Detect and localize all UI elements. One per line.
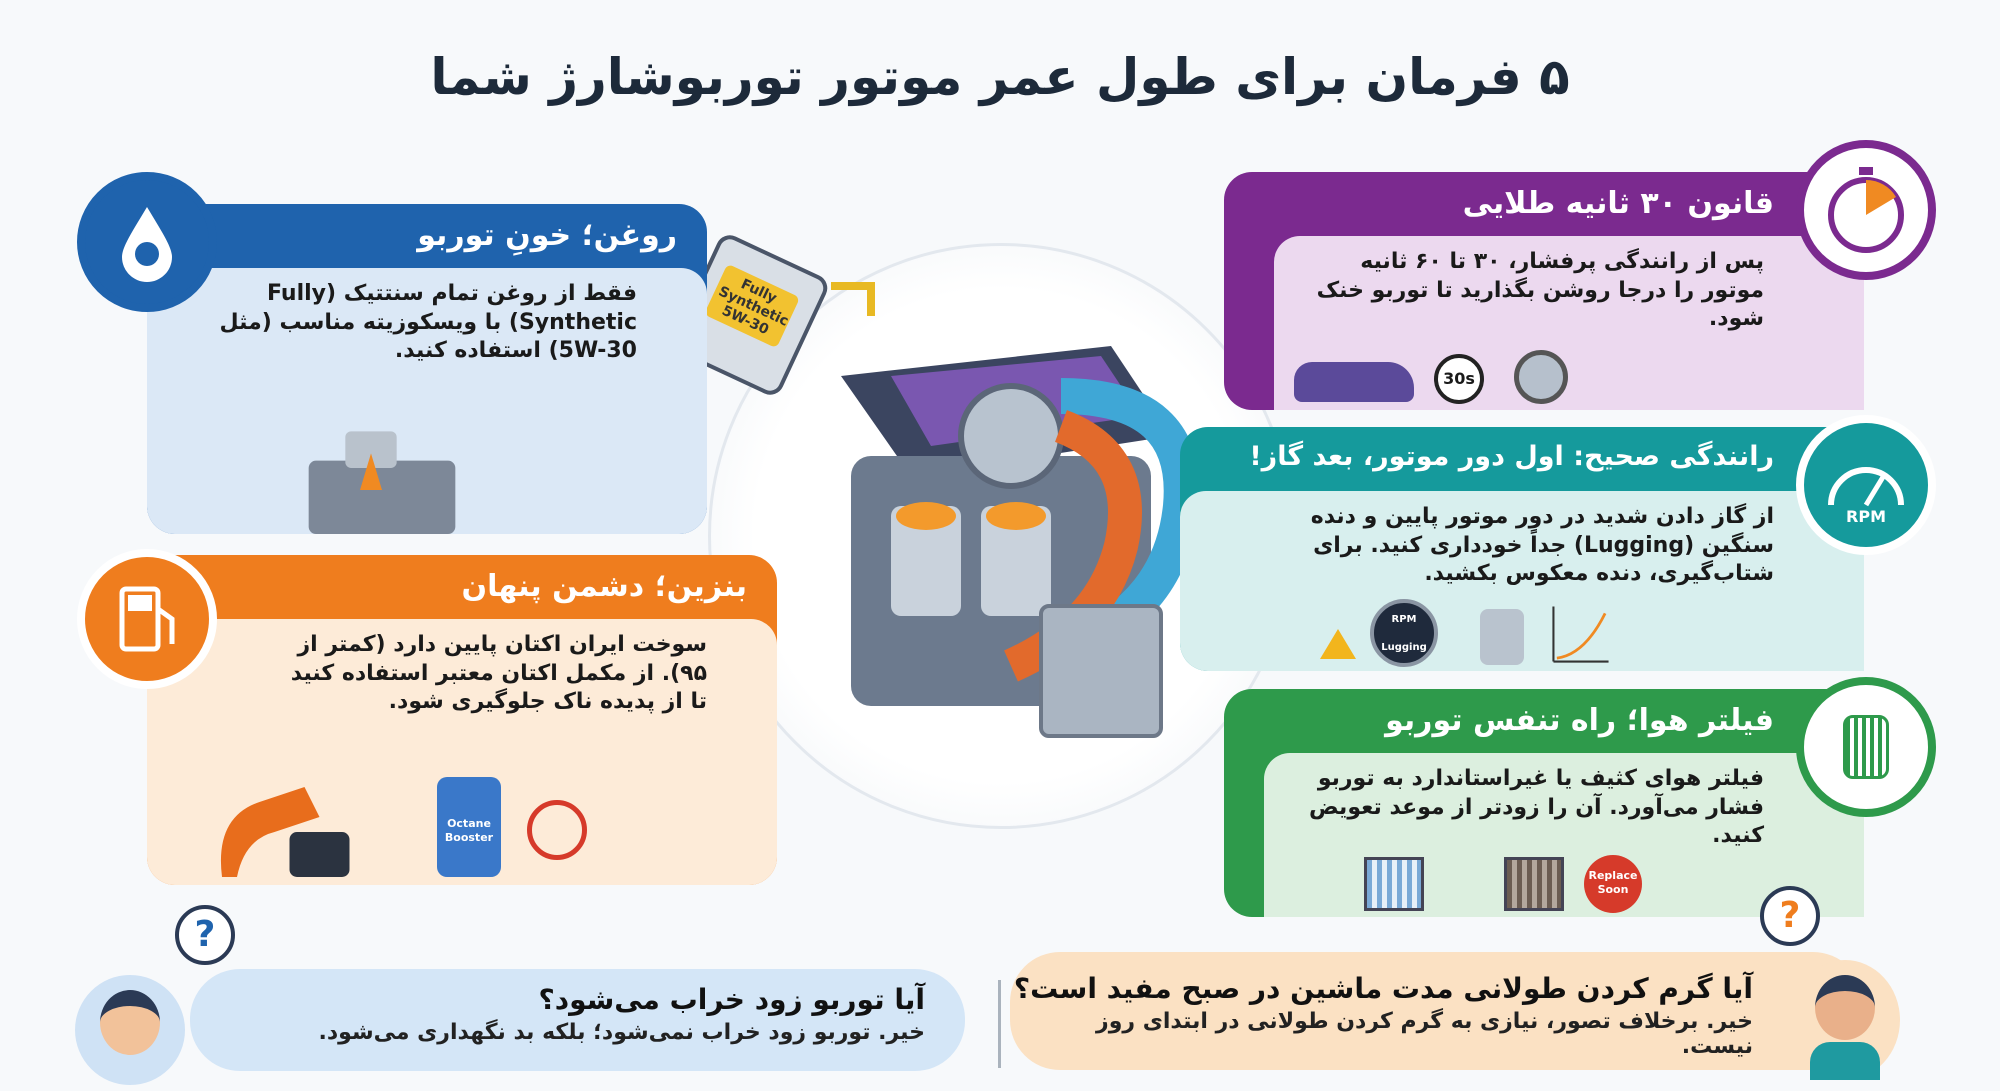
faq-bubble-2: آیا گرم کردن طولانی مدت ماشین در صبح مفی… [1010, 952, 1863, 1070]
card-cooldown: قانون ۳۰ ثانیه طلایی پس از رانندگی پرفشا… [1224, 172, 1864, 410]
oil-drop-gear-icon [77, 172, 217, 312]
fuel-nozzle-illustration [220, 787, 350, 877]
card-fuel-body: سوخت ایران اکتان پایین دارد (کمتر از ۹۵)… [290, 632, 707, 715]
card-oil: روغن؛ خونِ توربو فقط از روغن تمام سنتتیک… [147, 204, 707, 534]
faq-divider [998, 980, 1001, 1068]
gauge-lugging-label: Lugging [1381, 642, 1427, 653]
car-illustration [1294, 362, 1414, 402]
oil-can-label: Fully Synthetic 5W-30 [703, 263, 801, 349]
replace-soon-badge: Replace Soon [1584, 855, 1642, 913]
timer-30s: 30s [1434, 354, 1484, 404]
rpm-gauge: RPM Lugging [1370, 599, 1438, 667]
card-filter-body: فیلتر هوای کثیف یا غیراستاندارد به توربو… [1309, 766, 1764, 849]
card-cooldown-title: قانون ۳۰ ثانیه طلایی [1462, 186, 1774, 221]
acceleration-curve [1552, 606, 1609, 663]
dirty-filter [1504, 857, 1564, 911]
faq-bubble-1: آیا توربو زود خراب می‌شود؟ خیر. توربو زو… [190, 969, 965, 1071]
card-oil-title: روغن؛ خونِ توربو [417, 218, 677, 253]
warning-icon [1320, 629, 1356, 659]
turbo-illustration [1514, 350, 1568, 404]
page-title: ۵ فرمان برای طول عمر موتور توربوشارژ شما [430, 48, 1570, 106]
card-filter: فیلتر هوا؛ راه تنفس توربو فیلتر هوای کثی… [1224, 689, 1864, 917]
avatar-thinking [75, 975, 185, 1085]
card-driving-body: از گاز دادن شدید در دور موتور پایین و دن… [1310, 504, 1774, 587]
gauge-rpm-label: RPM [1391, 614, 1417, 625]
question-bubble-icon-2: ? [1760, 886, 1820, 946]
card-cooldown-body: پس از رانندگی پرفشار، ۳۰ تا ۶۰ ثانیه موت… [1316, 249, 1764, 332]
gear-shifter-illustration [1480, 609, 1524, 665]
fuel-pump-icon [77, 549, 217, 689]
card-filter-title: فیلتر هوا؛ راه تنفس توربو [1385, 703, 1774, 738]
card-fuel: بنزین؛ دشمن پنهان سوخت ایران اکتان پایین… [147, 555, 777, 885]
card-oil-body: فقط از روغن تمام سنتتیک (Fully Synthetic… [219, 281, 638, 364]
faq-answer-2: خیر. برخلاف تصور، نیازی به گرم کردن طولا… [1096, 1009, 1753, 1059]
no-knock-icon [527, 800, 587, 860]
air-filter-icon [1796, 677, 1936, 817]
octane-bottle-label: Octane Booster [444, 817, 494, 845]
faq-question-1: آیا توربو زود خراب می‌شود؟ [538, 983, 925, 1016]
tachometer-label: RPM [1846, 507, 1886, 526]
avatar-thumbs-up [1790, 960, 1900, 1080]
stopwatch-icon [1796, 140, 1936, 280]
card-driving-title: رانندگی صحیح: اول دور موتور، بعد گاز! [1249, 441, 1774, 472]
faq-answer-1: خیر. توربو زود خراب نمی‌شود؛ بلکه بد نگه… [318, 1020, 925, 1045]
clean-filter [1364, 857, 1424, 911]
octane-bottle: Octane Booster [437, 777, 501, 877]
card-fuel-title: بنزین؛ دشمن پنهان [461, 569, 747, 604]
engine-oil-illustration [308, 431, 456, 534]
faq-question-2: آیا گرم کردن طولانی مدت ماشین در صبح مفی… [1013, 972, 1753, 1005]
tachometer-icon: RPM [1796, 415, 1936, 555]
card-driving: رانندگی صحیح: اول دور موتور، بعد گاز! از… [1180, 427, 1864, 671]
question-bubble-icon: ? [175, 905, 235, 965]
